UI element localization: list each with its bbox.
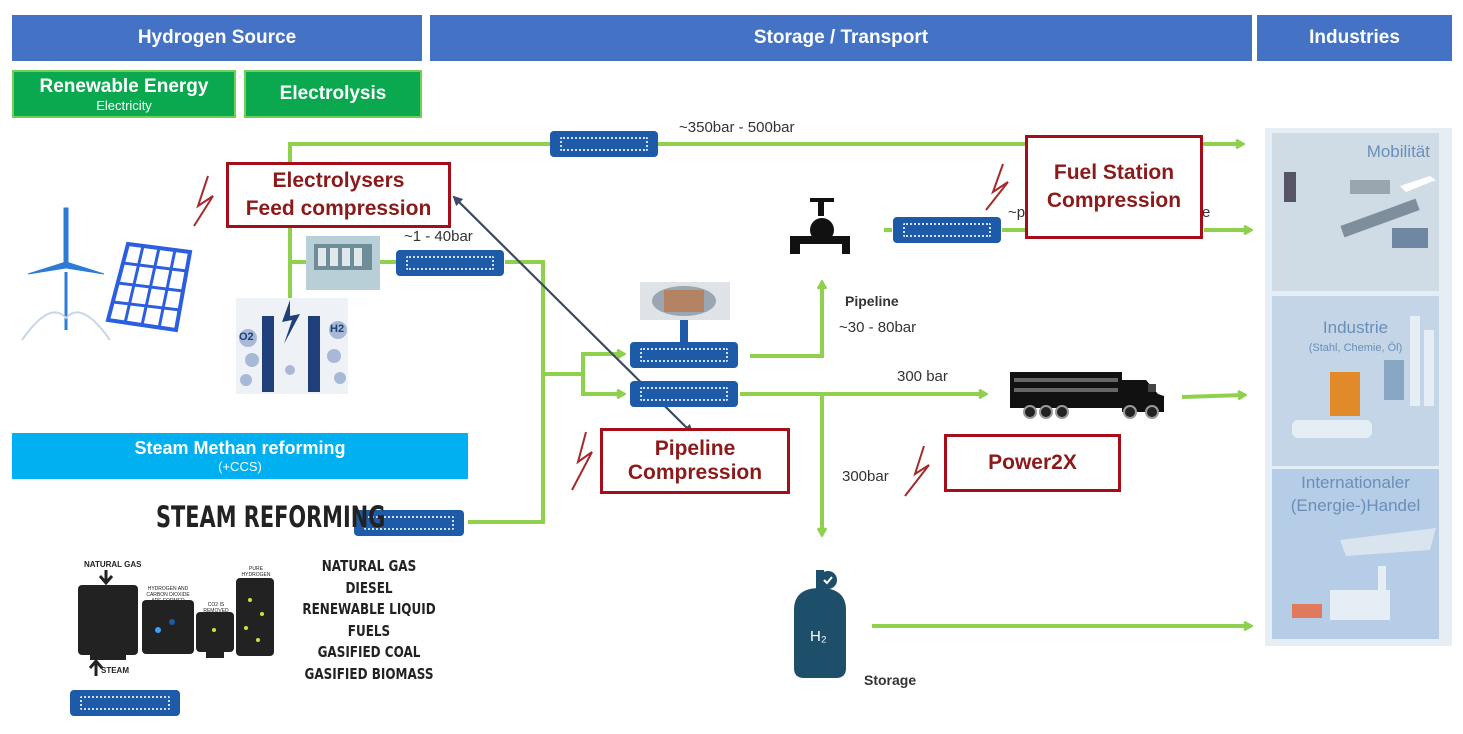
steam-reforming-schematic xyxy=(78,570,274,676)
compressor-top xyxy=(550,131,658,157)
tank-h2-label: H₂ xyxy=(810,628,827,645)
schematic-steam: STEAM xyxy=(101,666,129,675)
smr-box: Steam Methan reforming (+CCS) xyxy=(12,433,468,479)
header-storage-transport: Storage / Transport xyxy=(430,15,1252,61)
compressor-low-pressure xyxy=(396,250,504,276)
label-pipeline-pressure: ~30 - 80bar xyxy=(839,319,917,336)
feedstock-item: RENEWABLE LIQUID FUELS xyxy=(302,600,436,640)
lightning-icon xyxy=(571,431,593,491)
header-hydrogen-source: Hydrogen Source xyxy=(12,15,422,61)
label-top-pressure: ~350bar - 500bar xyxy=(679,119,795,136)
lightning-icon xyxy=(193,175,214,227)
electrolysis-box: Electrolysis xyxy=(244,70,422,118)
electrolysers-compression-box: Electrolysers Feed compression xyxy=(226,162,451,228)
trade-label-line1: Internationaler xyxy=(1301,473,1410,492)
fuel-line1: Fuel Station xyxy=(1053,161,1175,184)
feedstock-item: GASIFIED COAL xyxy=(317,643,421,661)
pipeline-valve-icon xyxy=(782,196,862,256)
electrolysers-line2: Feed compression xyxy=(245,197,432,220)
smr-subtitle: (+CCS) xyxy=(218,459,262,474)
truck-icon xyxy=(1010,372,1164,419)
label-storage: Storage xyxy=(864,672,917,688)
compressor-smr xyxy=(354,510,464,536)
pipeline-turbine-photo xyxy=(640,282,730,342)
label-pipeline: Pipeline xyxy=(845,293,899,309)
industry-label: Industrie xyxy=(1322,318,1389,337)
flow-pipeline-line xyxy=(750,283,822,358)
industry-sub-label: (Stahl, Chemie, Öl) xyxy=(1308,342,1403,354)
hydrogen-tank-icon xyxy=(788,556,854,682)
power2x-box: Power2X xyxy=(944,434,1121,492)
pipeline-line2: Compression xyxy=(627,461,763,484)
renewable-energy-subtitle: Electricity xyxy=(96,97,152,113)
electrolysers-line1: Electrolysers xyxy=(272,169,405,192)
schematic-step3: PURE HYDROGEN REMAINS xyxy=(241,566,271,584)
label-storage-pressure: 300bar xyxy=(842,468,889,485)
o2-label: O2 xyxy=(239,331,254,343)
industries-panels xyxy=(1265,128,1452,646)
lightning-icon xyxy=(985,163,1009,211)
smr-title: Steam Methan reforming xyxy=(134,438,346,458)
wind-turbine-icon xyxy=(21,207,111,341)
mobility-label: Mobilität xyxy=(1366,142,1430,161)
feedstock-list: NATURAL GAS DIESEL RENEWABLE LIQUID FUEL… xyxy=(284,556,454,685)
label-truck-pressure: 300 bar xyxy=(897,368,948,385)
feedstock-item: NATURAL GAS xyxy=(321,557,417,575)
label-fuel-partial-left: ~p xyxy=(1008,204,1026,221)
flow-top-line xyxy=(288,144,1242,300)
schematic-step2: CO2 IS REMOVED xyxy=(203,602,229,614)
label-fuel-partial-right: e xyxy=(1202,204,1211,221)
steam-reforming-title: STEAM REFORMING xyxy=(156,500,386,534)
solar-panel-icon xyxy=(105,241,193,333)
trade-label-line2: (Energie-)Handel xyxy=(1290,496,1421,515)
flow-low-pressure-line xyxy=(468,260,545,524)
feedstock-item: GASIFIED BIOMASS xyxy=(304,664,434,683)
lightning-icon xyxy=(904,445,930,497)
pipeline-line1: Pipeline xyxy=(654,437,736,460)
renewable-energy-title: Renewable Energy xyxy=(39,75,209,97)
feedstock-item: DIESEL xyxy=(345,578,393,597)
schematic-step1: HYDROGEN AND CARBON DIOXIDE ARE FORMED xyxy=(146,586,190,604)
pipeline-compression-box: Pipeline Compression xyxy=(600,428,790,494)
renewable-energy-box: Renewable Energy Electricity xyxy=(12,70,236,118)
h2-label: H2 xyxy=(330,323,345,335)
electrolyser-photo xyxy=(306,236,380,290)
lightning-icons xyxy=(193,163,1009,497)
electrolysis-icon xyxy=(236,298,348,394)
compressor-fuel-station xyxy=(893,217,1001,243)
fuel-line2: Compression xyxy=(1046,189,1182,212)
header-industries: Industries xyxy=(1257,15,1452,61)
fuel-station-compression-box: Fuel Station Compression xyxy=(1025,135,1203,239)
compressor-pipeline-1 xyxy=(630,342,738,368)
compressor-pipeline-2 xyxy=(630,381,738,407)
label-low-pressure: ~1 - 40bar xyxy=(404,228,473,245)
schematic-natural-gas: NATURAL GAS xyxy=(84,560,142,569)
compressor-smr-bottom xyxy=(70,690,180,716)
